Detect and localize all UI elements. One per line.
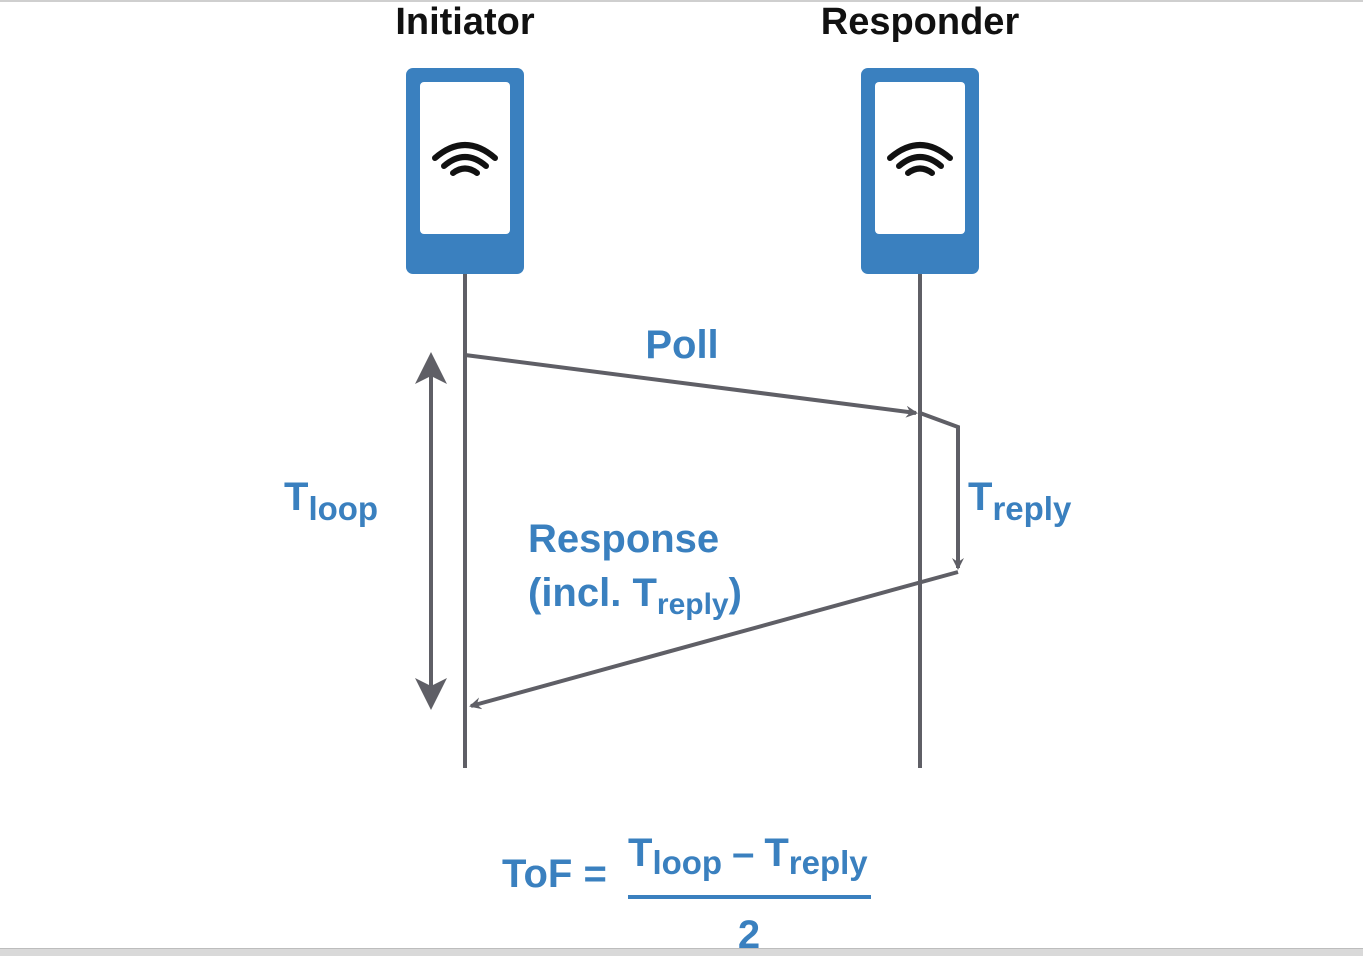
responder-device-icon <box>861 68 979 274</box>
num-sub1: loop <box>652 844 722 881</box>
formula-denominator: 2 <box>738 913 760 955</box>
t-loop-label: Tloop <box>284 475 378 527</box>
t-loop-sub: loop <box>308 490 378 527</box>
response-arrow <box>469 570 959 710</box>
response-close: ) <box>729 571 742 615</box>
formula-lhs: ToF = <box>502 852 607 896</box>
responder-title: Responder <box>821 1 1020 43</box>
t-loop-base: T <box>284 475 308 519</box>
initiator-device-icon <box>406 68 524 274</box>
response-sub: reply <box>657 588 729 621</box>
initiator-title: Initiator <box>395 1 535 43</box>
num-t1: T <box>628 831 652 875</box>
num-t2: T <box>764 831 788 875</box>
t-reply-bracket <box>919 411 964 570</box>
num-sub2: reply <box>789 844 869 881</box>
poll-arrow <box>464 353 918 418</box>
t-reply-sub: reply <box>992 490 1072 527</box>
poll-label: Poll <box>645 323 718 367</box>
response-sub-label: (incl. Treply) <box>528 571 742 621</box>
t-loop-arrow-head-top <box>415 352 447 384</box>
response-label: Response <box>528 517 719 561</box>
t-loop-arrow-head-bottom <box>415 678 447 710</box>
response-open: (incl. T <box>528 571 657 615</box>
wifi-icon <box>887 142 953 176</box>
wifi-icon <box>432 142 498 176</box>
formula-numerator: Tloop–Treply <box>628 831 868 881</box>
bottom-scrollbar-strip <box>0 948 1363 956</box>
t-reply-label: Treply <box>968 475 1072 527</box>
top-border <box>0 0 1363 2</box>
t-reply-base: T <box>968 475 992 519</box>
num-minus: – <box>732 831 754 875</box>
